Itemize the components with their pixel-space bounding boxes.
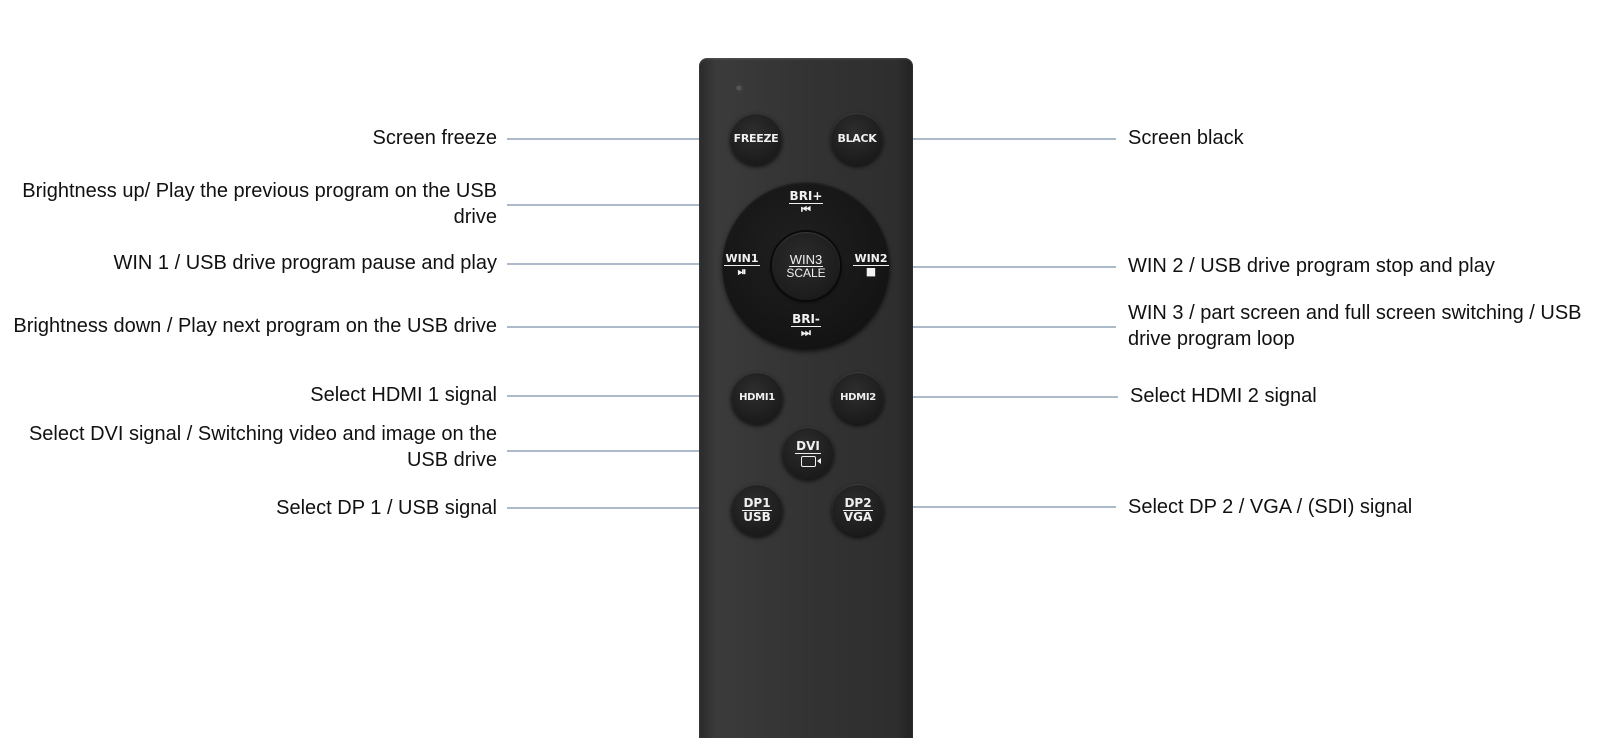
label-win3: WIN 3 / part screen and full screen swit… — [1128, 302, 1582, 350]
label-dp2: Select DP 2 / VGA / (SDI) signal — [1128, 496, 1413, 518]
label-hdmi2: Select HDMI 2 signal — [1130, 385, 1317, 407]
dp1-button[interactable]: DP1 USB — [731, 484, 783, 536]
leader-lines — [507, 138, 1118, 509]
bri-minus-label: BRI- — [791, 312, 821, 327]
label-dvi: Select DVI signal / Switching video and … — [28, 423, 497, 471]
freeze-button-label: FREEZE — [733, 132, 779, 145]
label-hdmi1: Select HDMI 1 signal — [310, 384, 497, 406]
remote-diagram: FREEZE BLACK BRI+ ⏮ WIN1 ⏯ WIN3 SCALE WI… — [13, 58, 1582, 738]
black-button-label: BLACK — [837, 132, 877, 145]
led-indicator — [735, 84, 743, 92]
next-icon: ⏭ — [801, 326, 811, 339]
label-win2: WIN 2 / USB drive program stop and play — [1128, 255, 1495, 277]
bri-plus-label: BRI+ — [788, 189, 824, 204]
win2-label: WIN2 — [853, 252, 889, 266]
hdmi2-button[interactable]: HDMI2 — [832, 372, 884, 424]
freeze-button[interactable]: FREEZE — [730, 113, 782, 165]
hdmi2-button-label: HDMI2 — [840, 392, 876, 403]
dp2-label: DP2 — [843, 495, 873, 511]
video-camera-icon — [800, 455, 821, 467]
dp1-label: DP1 — [742, 495, 772, 511]
label-dp1: Select DP 1 / USB signal — [276, 497, 497, 519]
label-screen-black: Screen black — [1128, 127, 1244, 149]
scale-label: SCALE — [786, 265, 826, 280]
black-button[interactable]: BLACK — [831, 113, 883, 165]
bri-plus-button[interactable]: BRI+ ⏮ — [786, 190, 826, 216]
win2-button[interactable]: WIN2 ■ — [851, 252, 891, 278]
label-win1: WIN 1 / USB drive program pause and play — [113, 252, 497, 274]
dp2-button[interactable]: DP2 VGA — [832, 484, 884, 536]
vga-label: VGA — [843, 509, 873, 524]
hdmi1-button-label: HDMI1 — [739, 392, 775, 403]
previous-icon: ⏮ — [801, 203, 811, 216]
bri-minus-button[interactable]: BRI- ⏭ — [786, 313, 826, 339]
hdmi1-button[interactable]: HDMI1 — [731, 372, 783, 424]
win3-label: WIN3 — [788, 251, 824, 267]
dvi-button[interactable]: DVI — [782, 427, 834, 479]
dvi-button-label: DVI — [795, 438, 821, 454]
play-pause-icon: ⏯ — [737, 265, 747, 278]
win1-button[interactable]: WIN1 ⏯ — [722, 252, 762, 278]
label-brightness-down: Brightness down / Play next program on t… — [13, 315, 497, 337]
win1-label: WIN1 — [724, 252, 760, 266]
usb-label: USB — [743, 509, 771, 524]
label-brightness-up: Brightness up/ Play the previous program… — [22, 180, 497, 228]
label-screen-freeze: Screen freeze — [372, 127, 497, 149]
stop-icon: ■ — [865, 265, 877, 278]
win3-scale-button[interactable]: WIN3 SCALE — [772, 232, 840, 300]
